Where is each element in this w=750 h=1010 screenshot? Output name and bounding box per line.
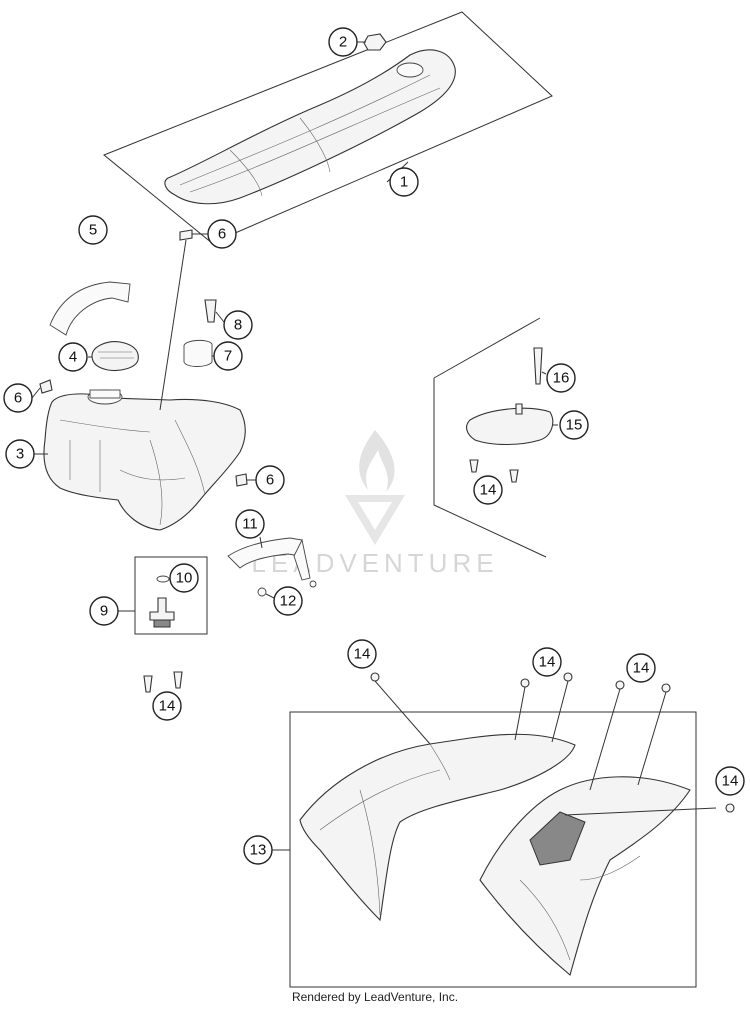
callout-3[interactable]: 3	[5, 439, 35, 469]
footer-credit: Rendered by LeadVenture, Inc.	[291, 990, 459, 1004]
fuel-tank-contours	[59, 419, 206, 526]
hose-clamp-end	[309, 580, 317, 588]
callout-5[interactable]: 5	[78, 215, 108, 245]
mount-frame-left	[433, 378, 547, 558]
mount-stud	[515, 403, 523, 415]
bolt-right-part[interactable]	[235, 473, 248, 487]
callouts: 1 2 3 4 5 6 6 6 7 8 9 10 11 12 13 14 14 …	[3, 27, 745, 865]
fuel-cap-ribs	[98, 351, 134, 359]
bolt-top-part[interactable]	[179, 229, 193, 241]
svg-text:6: 6	[14, 390, 22, 407]
callout-14-shroud-4[interactable]: 14	[715, 766, 745, 796]
svg-text:2: 2	[339, 34, 347, 51]
fuel-tank-group	[43, 389, 246, 531]
svg-text:5: 5	[89, 222, 97, 239]
callout-14-tap[interactable]: 14	[152, 691, 182, 721]
seat-group	[103, 11, 553, 244]
callout-6-left[interactable]: 6	[3, 383, 33, 413]
shroud-vent-grille	[529, 811, 586, 866]
svg-text:14: 14	[480, 482, 497, 499]
seat-nut-part[interactable]	[363, 33, 387, 51]
seat-part[interactable]	[164, 49, 456, 205]
svg-text:1: 1	[400, 174, 408, 191]
callout-7[interactable]: 7	[213, 341, 243, 371]
fuel-tap-part[interactable]	[149, 597, 175, 621]
fuel-hose-end	[293, 538, 311, 581]
callout-12[interactable]: 12	[273, 586, 303, 616]
fuel-tap-filter	[153, 619, 171, 628]
callout-14-shroud-2[interactable]: 14	[532, 647, 562, 677]
svg-text:9: 9	[100, 603, 108, 620]
callout-2[interactable]: 2	[328, 27, 358, 57]
mount-frame-top	[433, 317, 541, 379]
hose-clamp-part[interactable]	[257, 587, 267, 597]
right-shroud-contours	[519, 855, 641, 961]
callout-8[interactable]: 8	[223, 310, 253, 340]
svg-text:3: 3	[16, 446, 24, 463]
right-shroud-part[interactable]	[479, 776, 691, 976]
seat-frame	[103, 11, 553, 244]
shroud-screw-4[interactable]	[615, 680, 625, 690]
shroud-screw-3[interactable]	[563, 672, 573, 682]
svg-text:4: 4	[69, 349, 77, 366]
svg-text:15: 15	[566, 417, 583, 434]
seat-hole	[396, 62, 424, 78]
svg-text:14: 14	[722, 773, 739, 790]
svg-text:16: 16	[553, 370, 570, 387]
callout-11[interactable]: 11	[235, 509, 265, 539]
svg-text:12: 12	[280, 593, 297, 610]
mount-bolt-part[interactable]	[533, 347, 543, 385]
svg-text:11: 11	[242, 516, 258, 533]
leadventure-watermark: LEADVENTURE	[251, 430, 494, 578]
screw-part[interactable]	[204, 299, 217, 323]
svg-text:14: 14	[354, 646, 371, 663]
svg-text:10: 10	[176, 570, 193, 587]
callout-10[interactable]: 10	[169, 563, 199, 593]
mount-screw-left[interactable]	[469, 459, 479, 473]
v-logo-icon	[345, 495, 405, 545]
svg-text:14: 14	[633, 660, 650, 677]
shroud-screw-6[interactable]	[725, 803, 735, 813]
mount-bracket-part[interactable]	[466, 407, 554, 445]
svg-text:8: 8	[234, 317, 242, 334]
fuel-tank-part[interactable]	[43, 393, 246, 531]
shroud-screw-1[interactable]	[370, 672, 380, 682]
shroud-screw-5[interactable]	[661, 683, 671, 693]
bolt-left-part[interactable]	[39, 379, 53, 394]
callout-14-shroud-3[interactable]: 14	[626, 653, 656, 683]
callout-1[interactable]: 1	[389, 167, 419, 197]
seat-contour-lines	[179, 74, 441, 197]
svg-text:6: 6	[218, 226, 226, 243]
breather-hose-part[interactable]	[49, 281, 131, 336]
fuel-cap-part[interactable]	[91, 341, 139, 372]
svg-text:6: 6	[266, 472, 274, 489]
callout-6-right[interactable]: 6	[255, 465, 285, 495]
callout-9[interactable]: 9	[89, 596, 119, 626]
filler-neck-rim	[89, 389, 121, 399]
fuel-tap-frame	[134, 556, 208, 635]
left-shroud-contours	[319, 743, 451, 916]
callout-14-shroud-1[interactable]: 14	[347, 639, 377, 669]
svg-text:7: 7	[224, 348, 232, 365]
callout-6-top[interactable]: 6	[207, 219, 237, 249]
callout-4[interactable]: 4	[58, 342, 88, 372]
svg-text:14: 14	[159, 698, 176, 715]
tap-screw-left[interactable]	[143, 675, 153, 693]
tap-screw-right[interactable]	[173, 671, 183, 689]
callout-13[interactable]: 13	[243, 835, 273, 865]
svg-text:13: 13	[250, 842, 267, 859]
leader-lines	[31, 41, 717, 851]
o-ring-part[interactable]	[156, 575, 170, 583]
bushing-part[interactable]	[183, 339, 213, 367]
callout-15[interactable]: 15	[559, 410, 589, 440]
bolt-top-leader	[159, 239, 187, 411]
mount-screw-right[interactable]	[509, 469, 519, 483]
callout-14-mount[interactable]: 14	[473, 475, 503, 505]
svg-text:14: 14	[539, 654, 556, 671]
callout-16[interactable]: 16	[546, 363, 576, 393]
shroud-screw-2[interactable]	[520, 678, 530, 688]
flame-logo-icon	[359, 430, 395, 492]
